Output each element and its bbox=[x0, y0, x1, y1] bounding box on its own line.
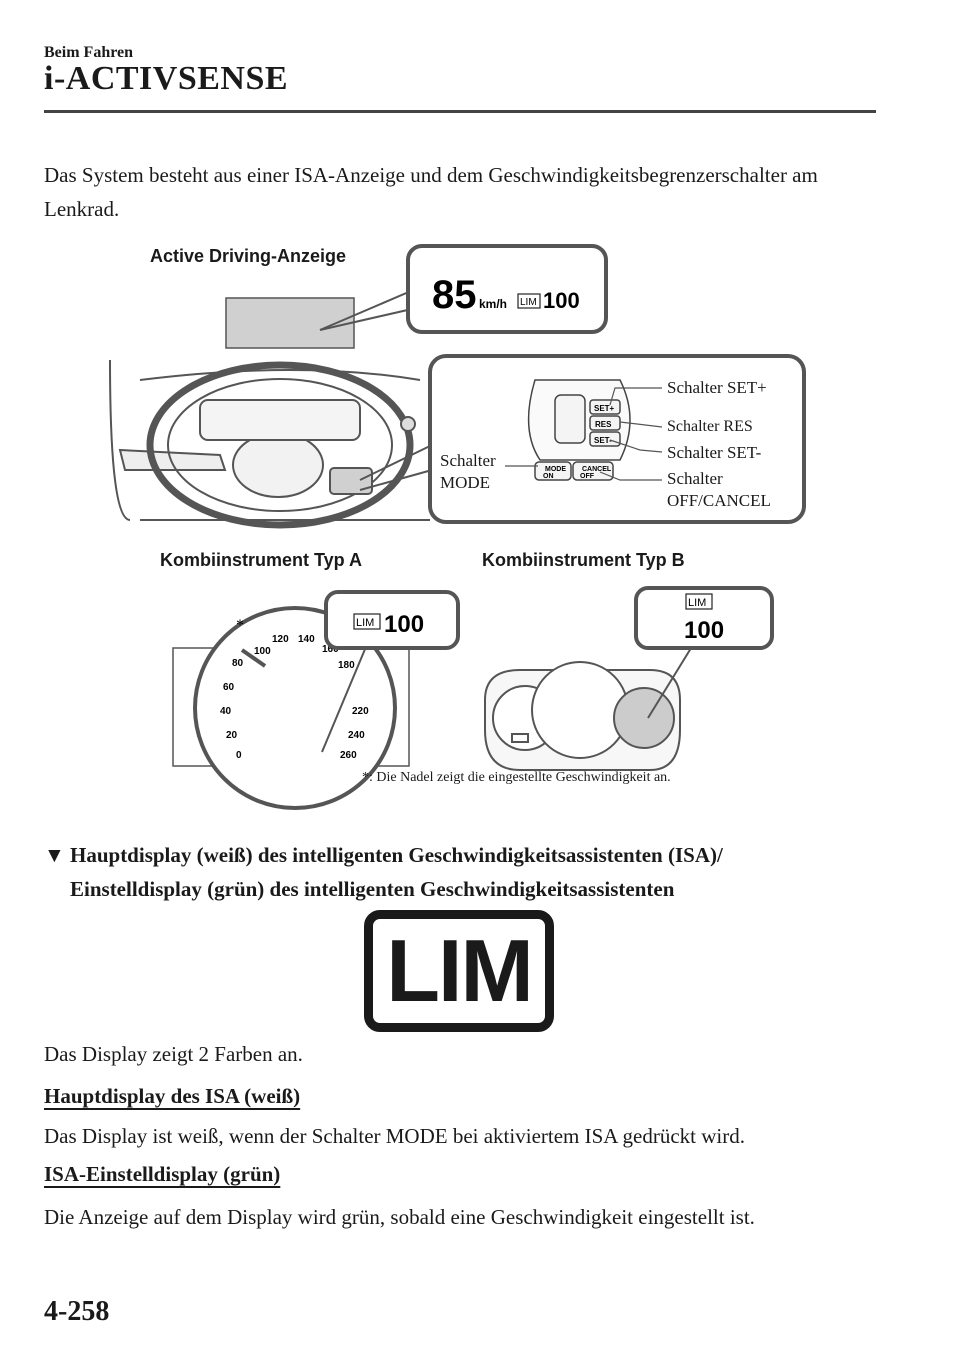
cluster-b-lim-box bbox=[685, 593, 713, 610]
heading-line-2: Einstelldisplay (grün) des intelligenten… bbox=[70, 877, 675, 901]
btn-set-plus: SET+ bbox=[594, 404, 615, 413]
paragraph-colors: Das Display zeigt 2 Farben an. bbox=[44, 1042, 303, 1066]
btn-res: RES bbox=[595, 420, 612, 429]
speedo-tick-label: 80 bbox=[232, 658, 244, 669]
label-mode-2: MODE bbox=[440, 473, 491, 492]
cluster-a-lim-box bbox=[353, 613, 381, 630]
speedo-tick-label: 0 bbox=[236, 750, 242, 761]
speedo-tick-label: 100 bbox=[254, 646, 271, 657]
label-mode-1: Schalter bbox=[440, 451, 496, 470]
btn-mode: MODE bbox=[545, 466, 566, 473]
cluster-b-lim: LIM bbox=[688, 597, 706, 609]
hud-unit: km/h bbox=[479, 297, 507, 311]
speedo-tick-label: 220 bbox=[352, 706, 369, 717]
intro-paragraph: Das System besteht aus einer ISA-Anzeige… bbox=[44, 163, 818, 221]
speedo-tick-label: 160 bbox=[322, 644, 339, 655]
cluster-b-limit: 100 bbox=[684, 617, 724, 644]
section-heading: ▼Hauptdisplay (weiß) des intelligenten G… bbox=[44, 838, 884, 906]
section-label: Beim Fahren bbox=[44, 44, 134, 61]
subheading-main-display: Hauptdisplay des ISA (weiß) bbox=[44, 1084, 301, 1108]
speedo-tick-label: 120 bbox=[272, 634, 289, 645]
speedo-tick-label: 20 bbox=[226, 730, 238, 741]
subheading-setting-display: ISA-Einstelldisplay (grün) bbox=[44, 1162, 281, 1186]
cluster-a-illustration bbox=[172, 606, 410, 810]
lim-symbol-text: LIM bbox=[386, 921, 534, 1020]
page-number: 4-258 bbox=[44, 1296, 110, 1327]
speedo-tick-label: 60 bbox=[223, 682, 235, 693]
btn-on: ON bbox=[543, 473, 554, 480]
cluster-a-label: Kombiinstrument Typ A bbox=[160, 550, 362, 570]
triangle-icon: ▼ bbox=[44, 843, 65, 867]
heading-line-1: Hauptdisplay (weiß) des intelligenten Ge… bbox=[70, 843, 723, 867]
speedo-tick-label: 180 bbox=[338, 660, 355, 671]
paragraph-main-display: Das Display ist weiß, wenn der Schalter … bbox=[44, 1124, 746, 1148]
speedo-tick-label: 240 bbox=[348, 730, 365, 741]
switch-leader bbox=[359, 444, 433, 481]
cluster-a-callout bbox=[324, 590, 460, 650]
cluster-a-lim: LIM bbox=[356, 617, 374, 629]
label-set-plus: Schalter SET+ bbox=[667, 378, 767, 397]
asterisk-marker: * bbox=[236, 617, 244, 634]
hud-speed: 85 bbox=[432, 273, 477, 317]
hud-lim: LIM bbox=[520, 297, 537, 308]
lim-symbol-icon: LIM bbox=[364, 910, 554, 1032]
label-off-cancel-1: Schalter bbox=[667, 469, 723, 488]
btn-off: OFF bbox=[580, 473, 595, 480]
cluster-b-callout bbox=[634, 586, 774, 650]
speedo-tick-label: 140 bbox=[298, 634, 315, 645]
hud-limit: 100 bbox=[543, 288, 580, 313]
hud-lim-box bbox=[517, 293, 541, 309]
label-set-minus: Schalter SET- bbox=[667, 443, 762, 462]
speedo-tick-label: 260 bbox=[340, 750, 357, 761]
steering-switch-illustration bbox=[527, 379, 631, 481]
label-off-cancel-2: OFF/CANCEL bbox=[667, 491, 771, 510]
btn-set-minus: SET- bbox=[594, 436, 612, 445]
chapter-title: i-ACTIVSENSE bbox=[44, 60, 289, 97]
active-driving-label: Active Driving-Anzeige bbox=[150, 246, 347, 266]
hud-callout bbox=[406, 244, 608, 334]
cluster-b-illustration bbox=[484, 661, 681, 771]
label-res: Schalter RES bbox=[667, 418, 753, 435]
cluster-a-leader bbox=[321, 641, 369, 753]
cluster-b-leader bbox=[647, 639, 697, 719]
speedo-tick-label: 40 bbox=[220, 706, 232, 717]
switch-leaders bbox=[505, 387, 663, 481]
cluster-a-limit: 100 bbox=[384, 611, 424, 638]
cluster-b-label: Kombiinstrument Typ B bbox=[482, 550, 685, 570]
dashboard-illustration bbox=[109, 359, 430, 529]
hud-area bbox=[225, 297, 355, 349]
figure-footnote: *: Die Nadel zeigt die eingestellte Gesc… bbox=[362, 770, 671, 785]
header-rule bbox=[44, 110, 876, 113]
paragraph-setting-display: Die Anzeige auf dem Display wird grün, s… bbox=[44, 1205, 755, 1229]
switch-leader-2 bbox=[359, 469, 433, 491]
btn-cancel: CANCEL bbox=[582, 466, 612, 473]
